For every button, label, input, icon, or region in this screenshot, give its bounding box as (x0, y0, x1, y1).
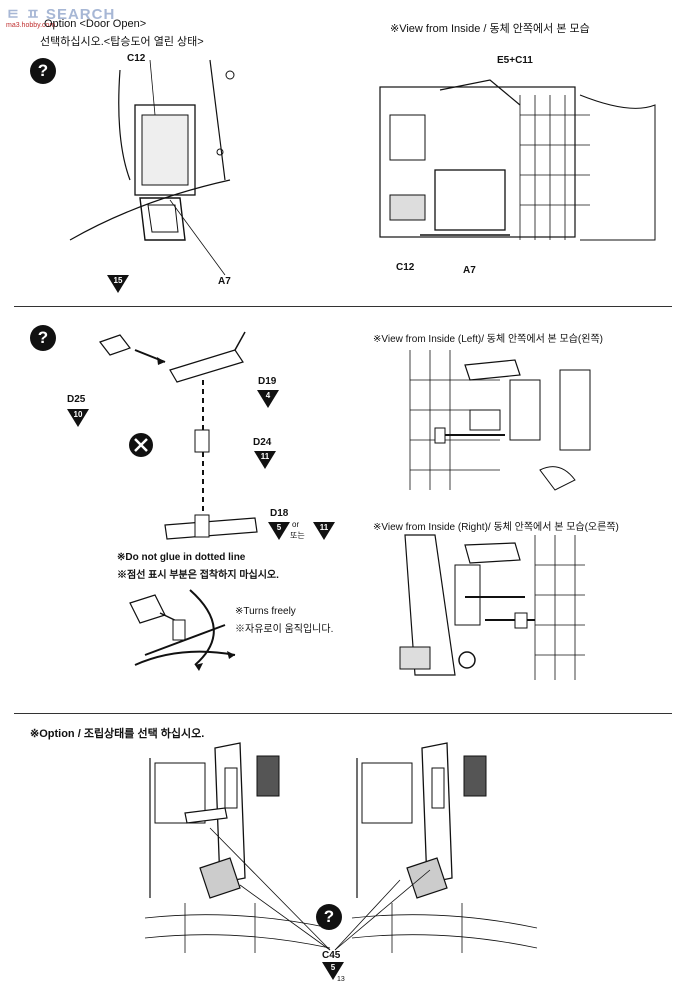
section-divider-1 (14, 306, 672, 307)
inside-left-illustration (409, 350, 591, 491)
turns-freely-ko: ※자유로이 움직입니다. (235, 624, 334, 635)
question-badge: ? (316, 904, 342, 930)
step-ref-5: 5 (268, 522, 290, 540)
option-a-illustration (144, 742, 331, 953)
section1-title-en: Option <Door Open> (44, 18, 147, 30)
part-label-a7: A7 (218, 276, 231, 287)
inside-left-caption: ※View from Inside (Left)/ 동체 안쪽에서 본 모습(왼… (373, 334, 603, 345)
or-label-ko: 또는 (290, 531, 305, 540)
question-badge: ? (30, 58, 56, 84)
page-number: 13 (337, 976, 345, 983)
option-title: ※Option / 조립상태를 선택 하십시오. (30, 728, 205, 740)
or-label: or (292, 520, 300, 529)
question-badge: ? (30, 325, 56, 351)
part-label-d19: D19 (258, 376, 277, 387)
part-label-d24: D24 (253, 437, 272, 448)
inside-view-caption: ※View from Inside / 동체 안쪽에서 본 모습 (390, 23, 590, 35)
step-ref-11: 11 (254, 451, 276, 469)
step-ref-5b: 5 (322, 962, 344, 980)
part-label-c45: C45 (322, 950, 341, 961)
inside-label-a7: A7 (463, 265, 476, 276)
no-glue-icon (129, 433, 153, 457)
part-label-e5c11: E5+C11 (497, 55, 533, 66)
step-ref-10: 10 (67, 409, 89, 427)
rotation-diagram (129, 589, 236, 671)
step-ref-4: 4 (257, 390, 279, 408)
gear-assembly-diagram (99, 331, 258, 540)
section1-title-ko: 선택하십시오.<탑승도어 열린 상태> (40, 36, 204, 48)
inside-right-illustration (399, 534, 585, 680)
door-open-illustration (69, 59, 235, 276)
step-ref-11b: 11 (313, 522, 335, 540)
watermark-site: ma3.hobby.com (6, 22, 56, 29)
step-ref-15: 15 (107, 275, 129, 293)
no-glue-note-en: ※Do not glue in dotted line (117, 552, 246, 563)
part-label-d18: D18 (270, 508, 289, 519)
no-glue-note-ko: ※점선 표시 부분은 접착하지 마십시오. (117, 570, 279, 581)
section-divider-2 (14, 713, 672, 714)
inside-view-illustration (379, 79, 656, 241)
option-b-illustration (351, 742, 538, 953)
part-label-c12: C12 (127, 53, 146, 64)
part-label-d25: D25 (67, 394, 86, 405)
turns-freely-en: ※Turns freely (235, 606, 296, 617)
inside-label-c12: C12 (396, 262, 415, 273)
inside-right-caption: ※View from Inside (Right)/ 동체 안쪽에서 본 모습(… (373, 522, 619, 533)
watermark-logo: ㅌ ㅍ SEARCH (6, 6, 116, 23)
